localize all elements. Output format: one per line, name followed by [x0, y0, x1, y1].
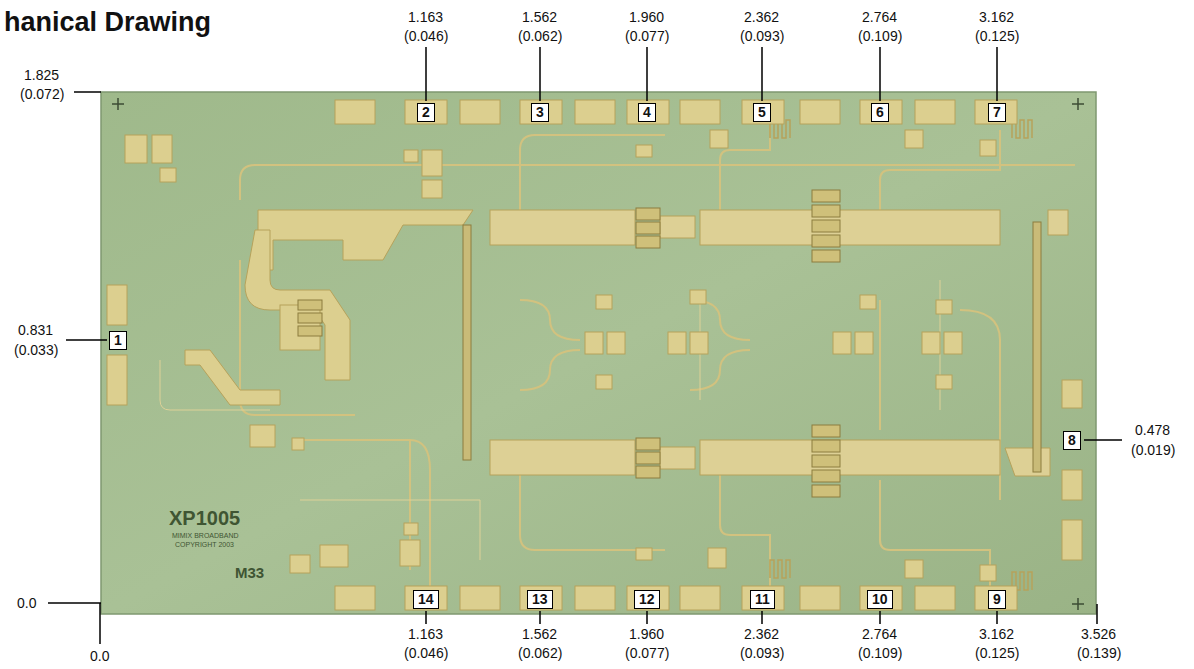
dimension-value: 2.362	[744, 9, 779, 26]
corner-marks	[112, 98, 1084, 610]
dimension-value: 1.163	[408, 9, 443, 26]
pin-number-box: 2	[417, 103, 435, 122]
dimension-value: 2.764	[862, 626, 897, 643]
pin-number: 6	[876, 104, 884, 120]
dimension-value: 0.478	[1135, 422, 1170, 439]
dimension-value: (0.046)	[404, 645, 448, 662]
pin-number-box: 13	[527, 590, 553, 609]
dimension-value: 1.562	[522, 626, 557, 643]
dimension-value: 1.825	[24, 67, 59, 84]
pin-number: 3	[536, 104, 544, 120]
pin-number: 10	[872, 591, 888, 607]
dimension-value: (0.093)	[740, 28, 784, 45]
dimension-value: 2.362	[744, 626, 779, 643]
pin-number: 12	[639, 591, 655, 607]
traces	[240, 125, 1075, 590]
meander-lines	[770, 120, 1032, 590]
pin-number-box: 4	[638, 103, 656, 122]
pin-number-box: 9	[988, 590, 1006, 609]
dimension-value: 1.960	[629, 9, 664, 26]
bond-pads	[335, 100, 1017, 610]
transmission-lines	[490, 210, 1068, 476]
thin-traces	[160, 280, 940, 560]
dimension-value: (0.139)	[1077, 645, 1121, 662]
pin-number: 2	[422, 104, 430, 120]
drawing-title: hanical Drawing	[4, 6, 211, 38]
pin-number: 7	[993, 104, 1001, 120]
dimension-value: 0.0	[90, 648, 109, 665]
pin-number: 8	[1068, 432, 1076, 448]
dimension-value: 3.162	[979, 626, 1014, 643]
dimension-value: 3.526	[1081, 626, 1116, 643]
pin-number: 11	[755, 591, 770, 607]
dimension-value: (0.093)	[740, 645, 784, 662]
pin-number-box: 7	[988, 103, 1006, 122]
dimension-value: (0.125)	[975, 645, 1019, 662]
die-body	[101, 92, 1096, 614]
capacitor-strips	[463, 222, 1041, 472]
dimension-value: (0.125)	[975, 28, 1019, 45]
pin-number-box: 10	[867, 590, 893, 609]
pin-number-box: 3	[531, 103, 549, 122]
pin-number-box: 6	[871, 103, 889, 122]
input-network	[107, 135, 473, 450]
die-marking: MIMIX BROADBAND	[172, 532, 239, 539]
dimension-value: (0.062)	[518, 645, 562, 662]
dimension-leaders	[48, 47, 1122, 644]
dimension-value: (0.072)	[20, 86, 64, 103]
dimension-value: (0.019)	[1131, 442, 1175, 459]
dimension-value: (0.033)	[14, 342, 58, 359]
dimension-value: 1.163	[408, 626, 443, 643]
dimension-value: 1.960	[629, 626, 664, 643]
die-marking: COPYRIGHT 2003	[175, 541, 234, 548]
pin-number-box: 8	[1063, 431, 1081, 450]
dimension-value: 0.0	[17, 595, 36, 612]
pin-number: 4	[643, 104, 651, 120]
transistor-cells	[298, 190, 840, 497]
pin-number-box: 14	[413, 590, 439, 609]
pin-number-box: 5	[753, 103, 771, 122]
pin-number-box: 1	[109, 331, 127, 350]
pin-number: 9	[993, 591, 1001, 607]
dimension-value: 0.831	[18, 322, 53, 339]
dimension-value: 3.162	[979, 9, 1014, 26]
bias-pads	[290, 130, 1082, 581]
pin-number-box: 12	[634, 590, 660, 609]
die-marking: XP1005	[169, 508, 240, 528]
dimension-value: 1.562	[522, 9, 557, 26]
dimension-value: (0.077)	[625, 28, 669, 45]
die-marking: M33	[235, 565, 264, 580]
dimension-value: (0.077)	[625, 645, 669, 662]
dimension-value: (0.109)	[858, 645, 902, 662]
pin-number: 5	[758, 104, 766, 120]
dimension-value: (0.046)	[404, 28, 448, 45]
pin-number-box: 11	[750, 590, 775, 609]
dimension-value: (0.109)	[858, 28, 902, 45]
dimension-value: 2.764	[862, 9, 897, 26]
pin-number: 14	[418, 591, 434, 607]
dimension-value: (0.062)	[518, 28, 562, 45]
pin-number: 13	[532, 591, 548, 607]
pin-number: 1	[114, 332, 122, 348]
